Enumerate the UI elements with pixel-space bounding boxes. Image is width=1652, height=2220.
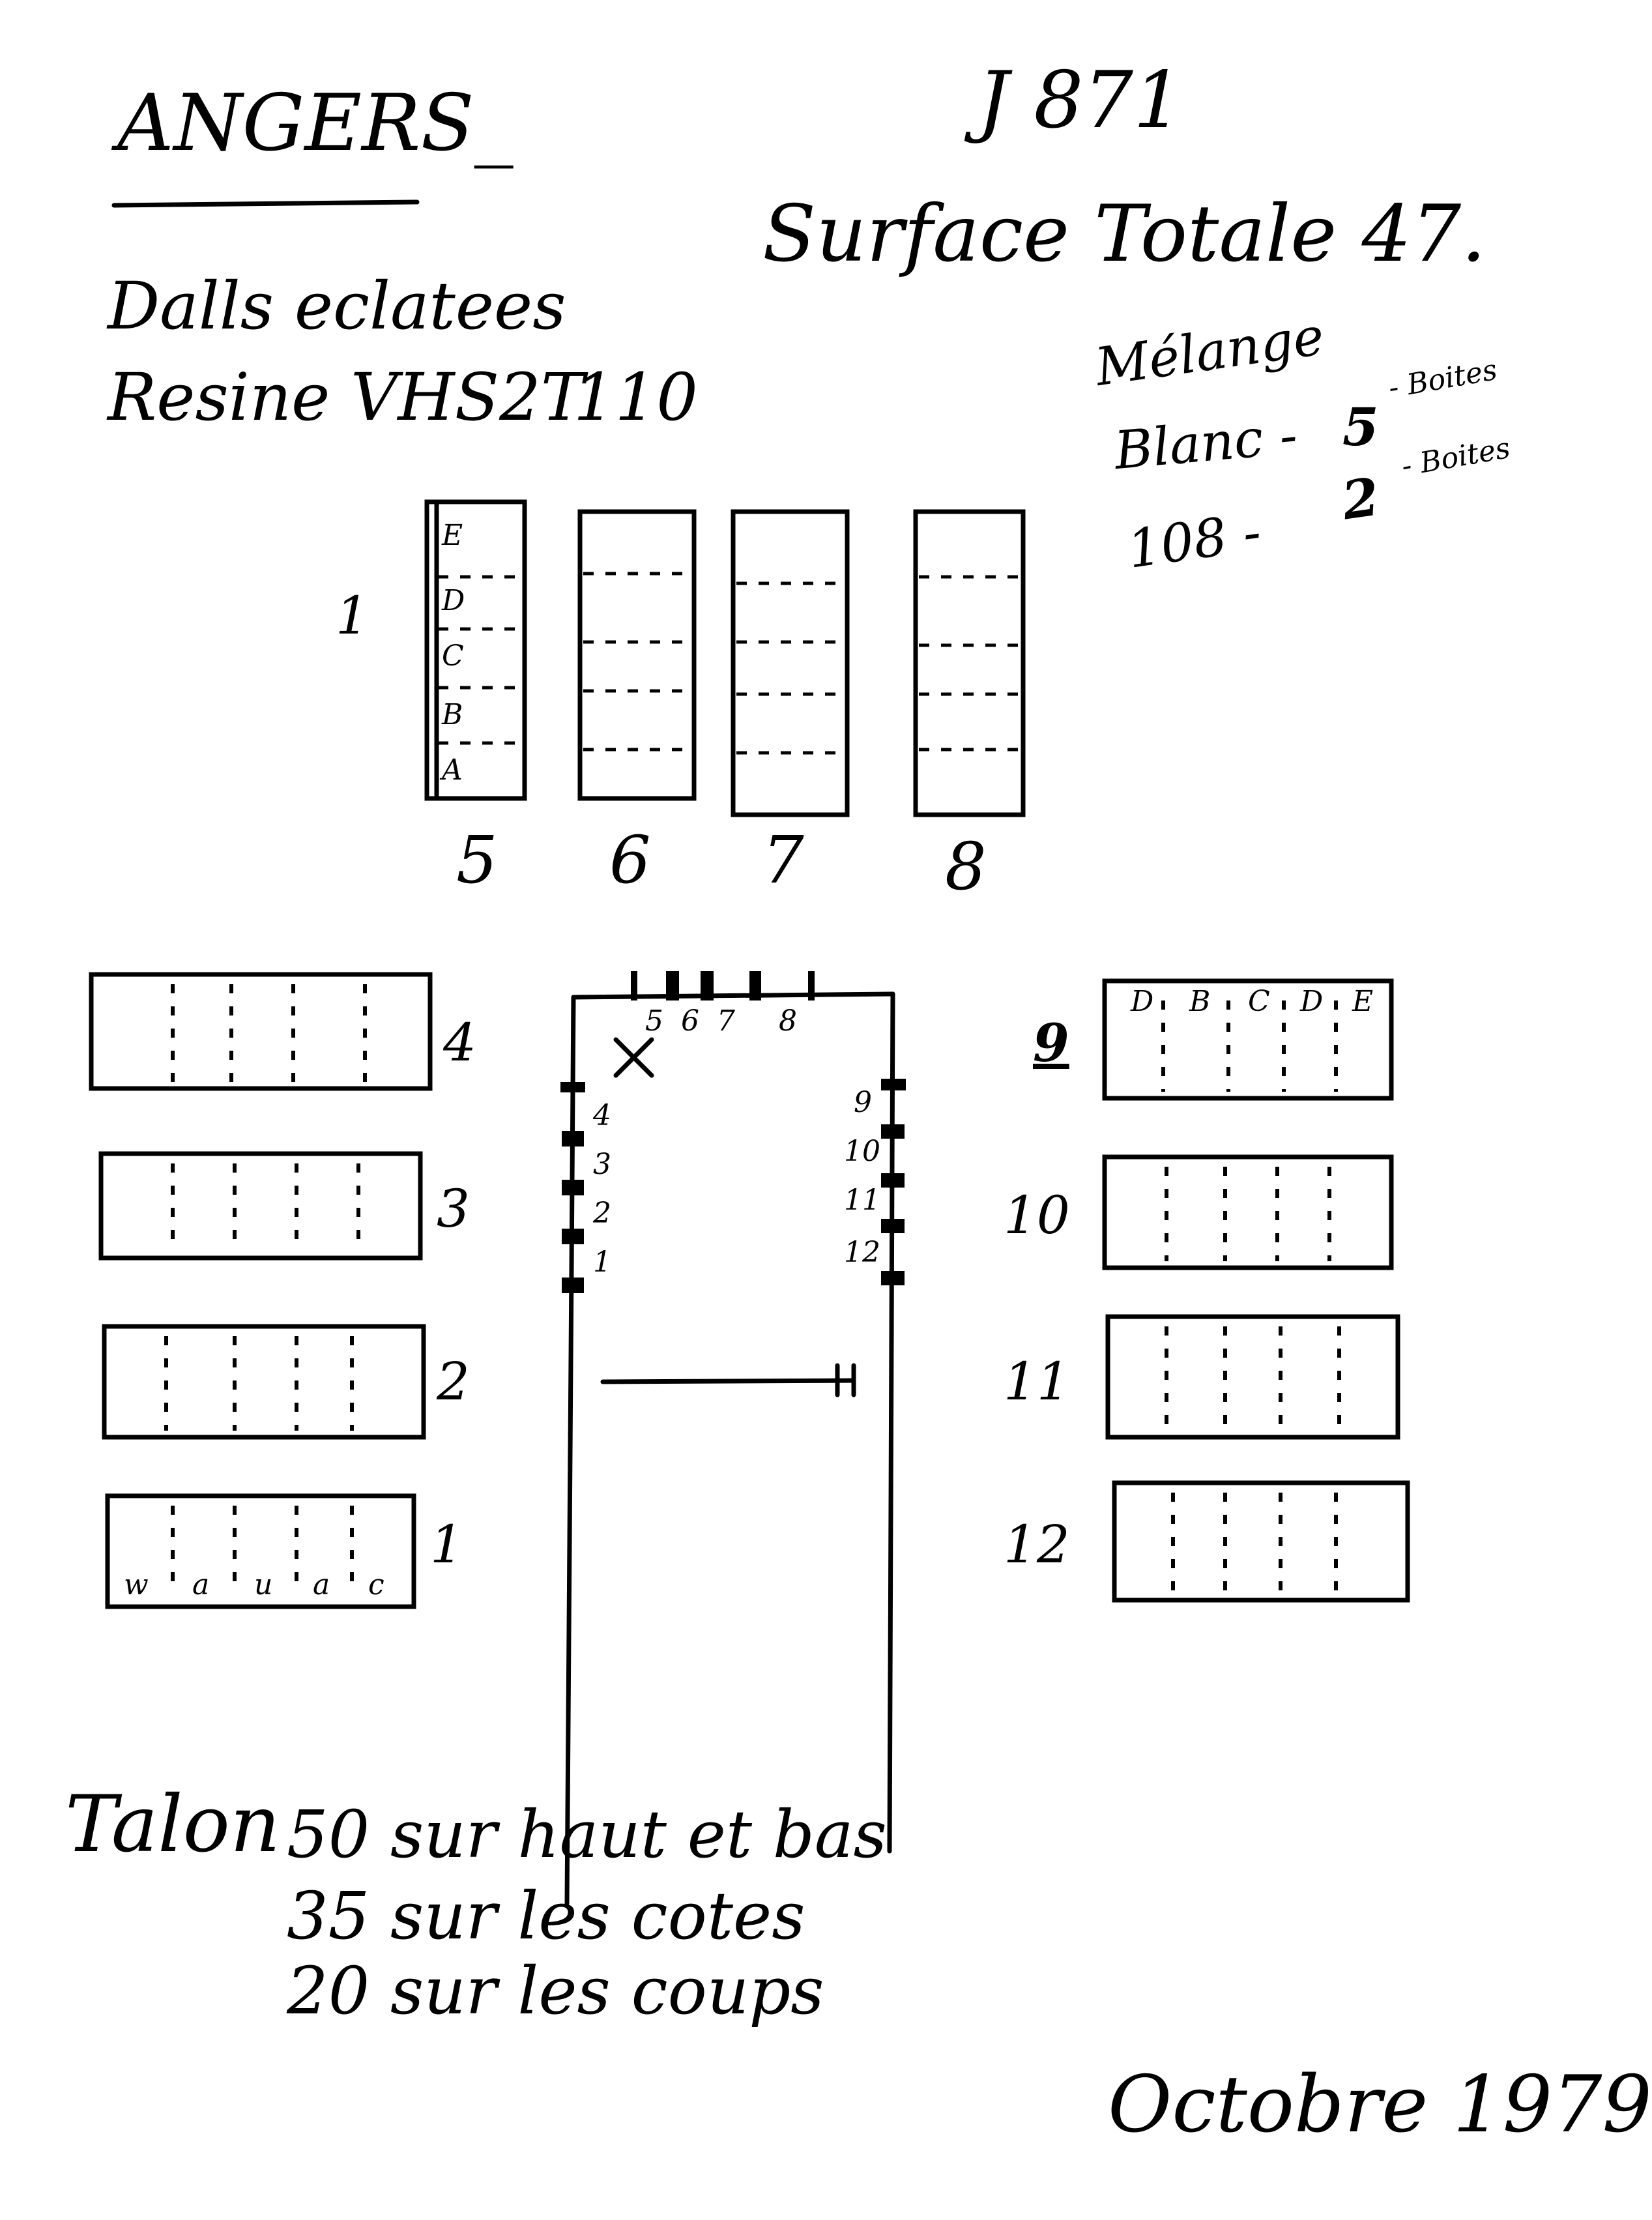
frame-jacks bbox=[560, 971, 906, 1293]
left-panel-2-label: 2 bbox=[437, 1351, 470, 1412]
panel-9-letter-5: E bbox=[1352, 985, 1374, 1018]
panel-5-letter-e: E bbox=[442, 519, 463, 552]
talon-line-3: 20 sur les coups bbox=[287, 1953, 824, 2029]
left-panel-4 bbox=[89, 972, 433, 1091]
material-line-2: Resine VHS2T bbox=[108, 359, 585, 435]
left-panel-3 bbox=[98, 1151, 423, 1261]
melange-blanc-label: Blanc - bbox=[1112, 404, 1300, 482]
left-panel-1 bbox=[105, 1493, 416, 1609]
top-panel-7 bbox=[731, 509, 850, 817]
handwritten-sheet: ANGERS_ J 871 Surface Totale 47. Dalls e… bbox=[65, 55, 1652, 2144]
panel-1-letter-2: a bbox=[192, 1568, 210, 1601]
right-panel-10-label: 10 bbox=[1004, 1185, 1070, 1246]
right-panel-12 bbox=[1112, 1480, 1410, 1603]
right-panel-9-label: 9 bbox=[1033, 1012, 1069, 1073]
frame-right-label-9: 9 bbox=[854, 1086, 872, 1119]
top-panel-8-label: 8 bbox=[945, 828, 987, 905]
melange-ref-count: 2 bbox=[1338, 465, 1383, 532]
panel-1-letter-4: a bbox=[313, 1568, 330, 1601]
right-panel-12-label: 12 bbox=[1004, 1514, 1070, 1575]
title-underline bbox=[111, 199, 420, 208]
material-line-2-value: 110 bbox=[573, 359, 698, 435]
right-panel-9 bbox=[1102, 978, 1394, 1101]
panel-9-letter-3: C bbox=[1248, 985, 1270, 1018]
talon-line-2: 35 sur les cotes bbox=[287, 1878, 805, 1954]
panel-5-letter-d: D bbox=[442, 584, 465, 617]
frame-right-label-10: 10 bbox=[844, 1135, 880, 1168]
frame-left-label-3: 3 bbox=[593, 1148, 611, 1181]
panel-1-letter-3: u bbox=[254, 1568, 273, 1601]
top-panel-5 bbox=[424, 499, 527, 801]
panel-9-letter-4: D bbox=[1300, 985, 1324, 1018]
left-panel-3-label: 3 bbox=[437, 1178, 470, 1239]
frame-top-label-7: 7 bbox=[717, 1004, 735, 1038]
panel-9-letter-1: D bbox=[1131, 985, 1154, 1018]
frame-left-label-4: 4 bbox=[593, 1099, 611, 1132]
panel-9-letter-2: B bbox=[1189, 985, 1211, 1018]
right-panel-11 bbox=[1105, 1314, 1400, 1440]
material-line-1: Dalls eclatees bbox=[108, 268, 566, 344]
frame-right-label-12: 12 bbox=[844, 1236, 880, 1269]
frame-right-label-11: 11 bbox=[844, 1184, 880, 1217]
panel-layout-drawing bbox=[89, 199, 1410, 1906]
top-panel-8 bbox=[913, 509, 1026, 817]
central-frame bbox=[564, 991, 895, 1906]
top-panel-6 bbox=[577, 509, 697, 801]
frame-top-label-6: 6 bbox=[681, 1004, 699, 1038]
panel-1-letter-1: w bbox=[124, 1568, 149, 1601]
melange-blanc-count: 5 bbox=[1342, 396, 1379, 458]
left-panel-2 bbox=[102, 1324, 426, 1440]
surface-total: Surface Totale 47. bbox=[762, 189, 1486, 280]
top-panel-6-label: 6 bbox=[609, 822, 651, 898]
top-row-marker: 1 bbox=[336, 585, 369, 646]
frame-top-label-8: 8 bbox=[779, 1004, 797, 1038]
talon-line-1: 50 sur haut et bas bbox=[287, 1796, 887, 1873]
panel-5-letter-a: A bbox=[442, 753, 463, 787]
panel-5-letter-c: C bbox=[442, 639, 464, 673]
top-panel-5-label: 5 bbox=[456, 822, 498, 898]
panel-1-letter-5: c bbox=[368, 1568, 384, 1601]
left-panel-4-label: 4 bbox=[443, 1012, 476, 1073]
talon-word: Talon bbox=[65, 1779, 281, 1870]
reference-number: J 871 bbox=[978, 55, 1183, 146]
frame-top-label-5: 5 bbox=[645, 1004, 663, 1038]
top-panel-7-label: 7 bbox=[762, 822, 804, 898]
place-title: ANGERS_ bbox=[117, 78, 514, 169]
panel-5-letter-b: B bbox=[442, 698, 463, 731]
left-panel-1-label: 1 bbox=[430, 1514, 463, 1575]
frame-left-label-1: 1 bbox=[593, 1246, 611, 1279]
right-panel-10 bbox=[1102, 1154, 1394, 1270]
frame-left-label-2: 2 bbox=[593, 1197, 611, 1230]
date: Octobre 1979 bbox=[1108, 2060, 1652, 2150]
right-panel-11-label: 11 bbox=[1004, 1351, 1070, 1412]
